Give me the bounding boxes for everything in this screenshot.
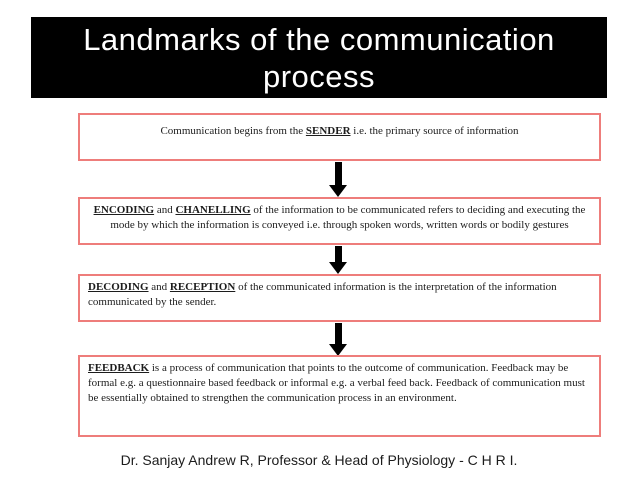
- down-arrow-icon: [329, 323, 347, 356]
- keyword-feedback: FEEDBACK: [88, 362, 150, 374]
- slide-title-banner: Landmarks of the communication process: [31, 17, 607, 98]
- flow-box-sender: Communication begins from the SENDER i.e…: [78, 113, 601, 161]
- slide-title-text: Landmarks of the communication process: [83, 21, 555, 94]
- keyword-reception: RECEPTION: [169, 281, 236, 293]
- flow-box-encoding-text-2: of the information to be communicated re…: [110, 204, 586, 231]
- flow-box-sender-text-2: i.e. the primary source of information: [350, 125, 519, 137]
- flow-box-decoding-reception: DECODING and RECEPTION of the communicat…: [78, 274, 601, 322]
- flow-box-feedback-text-1: is a process of communication that point…: [88, 362, 585, 404]
- arrow-head: [329, 262, 347, 274]
- flow-box-encoding-chanelling: ENCODING and CHANELLING of the informati…: [78, 197, 601, 245]
- down-arrow-icon: [329, 246, 347, 274]
- flow-box-decoding-text-2: of the communicated information is the i…: [88, 281, 557, 308]
- arrow-shaft: [334, 162, 342, 185]
- arrow-head: [329, 185, 347, 197]
- keyword-sender: SENDER: [305, 125, 351, 137]
- arrow-shaft: [334, 323, 342, 344]
- arrow-head: [329, 344, 347, 356]
- flow-box-feedback: FEEDBACK is a process of communication t…: [78, 355, 601, 437]
- down-arrow-icon: [329, 162, 347, 197]
- footer-credit: Dr. Sanjay Andrew R, Professor & Head of…: [120, 452, 518, 468]
- keyword-encoding: ENCODING: [93, 204, 155, 216]
- flow-box-encoding-text-1: and: [154, 204, 176, 216]
- keyword-decoding: DECODING: [88, 281, 149, 293]
- arrow-shaft: [334, 246, 342, 262]
- flow-box-sender-text-1: Communication begins from the: [160, 125, 306, 137]
- flow-box-decoding-text-1: and: [148, 281, 170, 293]
- keyword-chanelling: CHANELLING: [175, 204, 251, 216]
